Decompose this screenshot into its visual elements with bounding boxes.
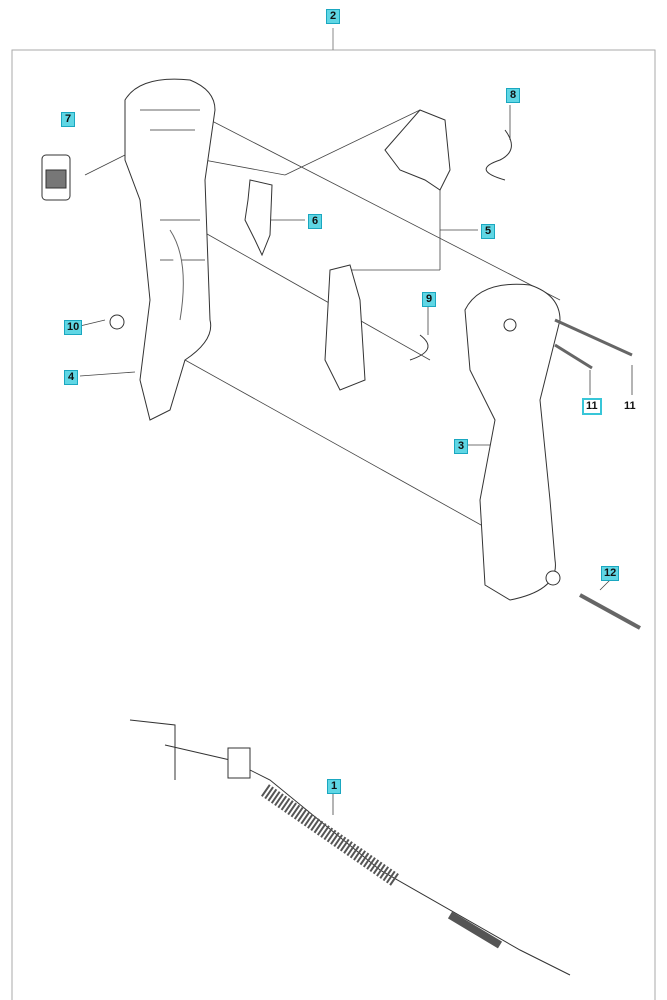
- throttle-cable: [129, 719, 571, 976]
- callout-3: 3: [454, 439, 468, 454]
- callout-6: 6: [308, 214, 322, 229]
- callout-12: 12: [601, 566, 620, 581]
- assembly-bracket-frame: [11, 49, 656, 1000]
- callout-11-boxed: 11: [582, 398, 602, 415]
- spring-9: [409, 334, 429, 361]
- callout-10: 10: [64, 320, 83, 335]
- left-handle-half: [124, 78, 216, 421]
- nut-part: [109, 314, 125, 330]
- screw-11b: [554, 318, 633, 357]
- callout-5: 5: [481, 224, 495, 239]
- callout-1: 1: [327, 779, 341, 794]
- callout-7: 7: [61, 112, 75, 127]
- trigger-part: [244, 179, 273, 257]
- leader-lines: [79, 105, 633, 815]
- spring-8: [485, 129, 512, 181]
- right-handle-half: [464, 283, 561, 601]
- callout-8: 8: [506, 88, 520, 103]
- callout-9: 9: [422, 292, 436, 307]
- screw-11a: [554, 343, 593, 370]
- screw-12: [579, 593, 641, 630]
- callout-2: 2: [326, 9, 340, 24]
- callout-11: 11: [624, 400, 636, 412]
- callout-4: 4: [64, 370, 78, 385]
- throttle-lock-part: [384, 109, 451, 191]
- throttle-lever-part: [324, 264, 366, 391]
